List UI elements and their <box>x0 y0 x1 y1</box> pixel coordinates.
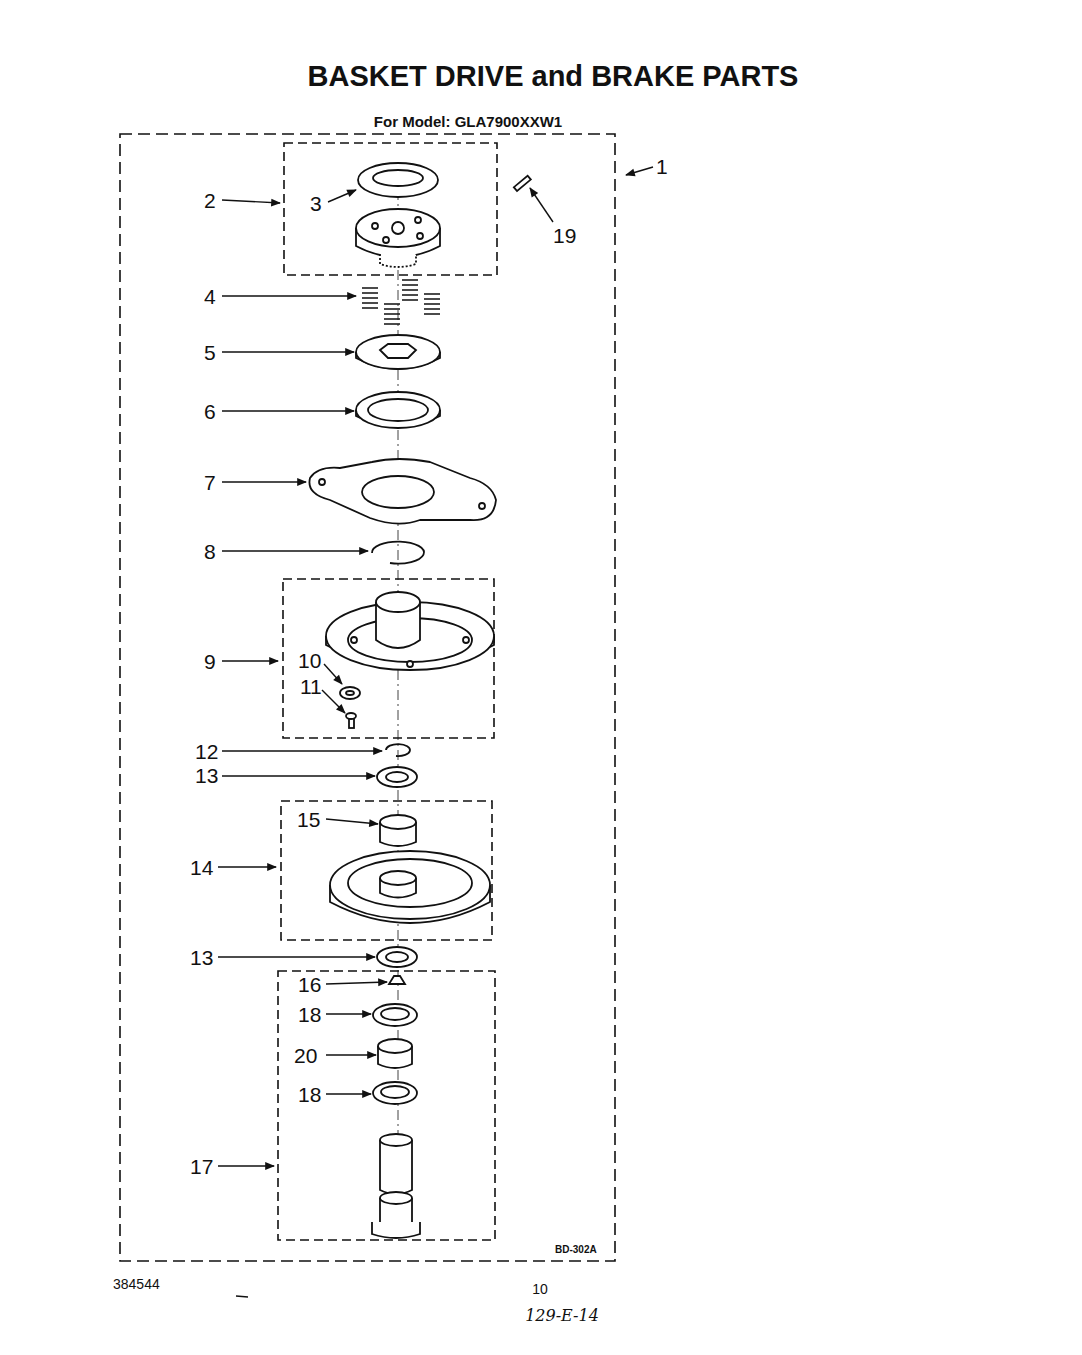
page-number: 10 <box>532 1282 548 1296</box>
document-number: 384544 <box>113 1277 160 1291</box>
callout-number: 13 <box>195 765 218 786</box>
callout-number: 1 <box>656 156 668 177</box>
callout-number: 5 <box>204 342 216 363</box>
diagram-title: BASKET DRIVE and BRAKE PARTS <box>308 62 799 91</box>
subassembly-box <box>281 801 492 940</box>
assembly-boundary <box>120 134 615 1261</box>
model-number: For Model: GLA7900XXW1 <box>374 114 562 129</box>
callout-number: 14 <box>190 857 213 878</box>
callout-number: 10 <box>298 650 321 671</box>
callout-number: 13 <box>190 947 213 968</box>
callout-number: 17 <box>190 1156 213 1177</box>
callout-number: 2 <box>204 190 216 211</box>
subassembly-box <box>283 579 494 738</box>
callout-number: 19 <box>553 225 576 246</box>
callout-number: 12 <box>195 741 218 762</box>
parts <box>309 163 530 1238</box>
callout-number: 6 <box>204 401 216 422</box>
callout-number: 11 <box>300 676 322 697</box>
callout-number: 9 <box>204 651 216 672</box>
leader-lines <box>218 167 653 1297</box>
drawing-code: BD-302A <box>555 1245 597 1255</box>
callout-number: 3 <box>310 193 322 214</box>
callout-number: 18 <box>298 1084 321 1105</box>
subassembly-box <box>278 971 495 1240</box>
callout-number: 20 <box>294 1045 317 1066</box>
callout-number: 16 <box>298 974 321 995</box>
callout-number: 4 <box>204 286 216 307</box>
subassembly-box <box>284 143 497 275</box>
callout-number: 7 <box>204 472 216 493</box>
callout-number: 18 <box>298 1004 321 1025</box>
callout-number: 15 <box>297 809 320 830</box>
handwritten-note: 129-E-14 <box>525 1308 599 1324</box>
callout-number: 8 <box>204 541 216 562</box>
